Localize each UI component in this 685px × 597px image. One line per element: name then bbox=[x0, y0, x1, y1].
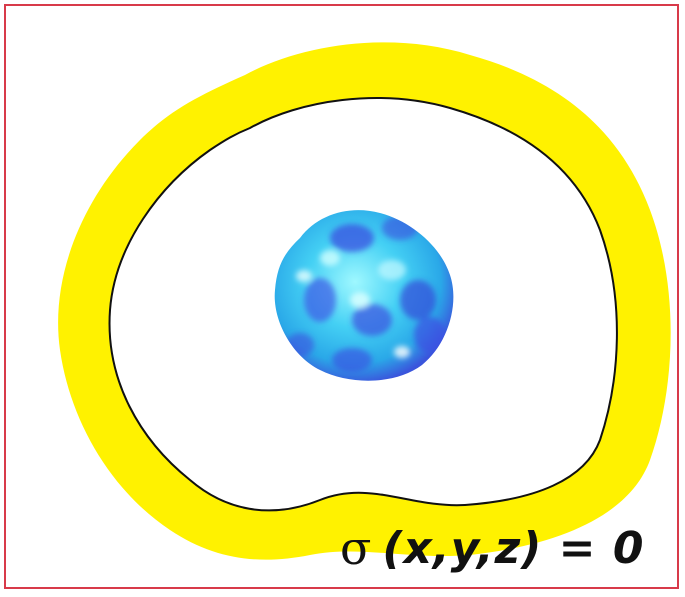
equation-expression: (x,y,z) = 0 bbox=[382, 522, 645, 574]
sigma-symbol: σ bbox=[340, 521, 373, 575]
particle-blob bbox=[274, 210, 454, 381]
equation-label: σ (x,y,z) = 0 bbox=[340, 520, 680, 576]
